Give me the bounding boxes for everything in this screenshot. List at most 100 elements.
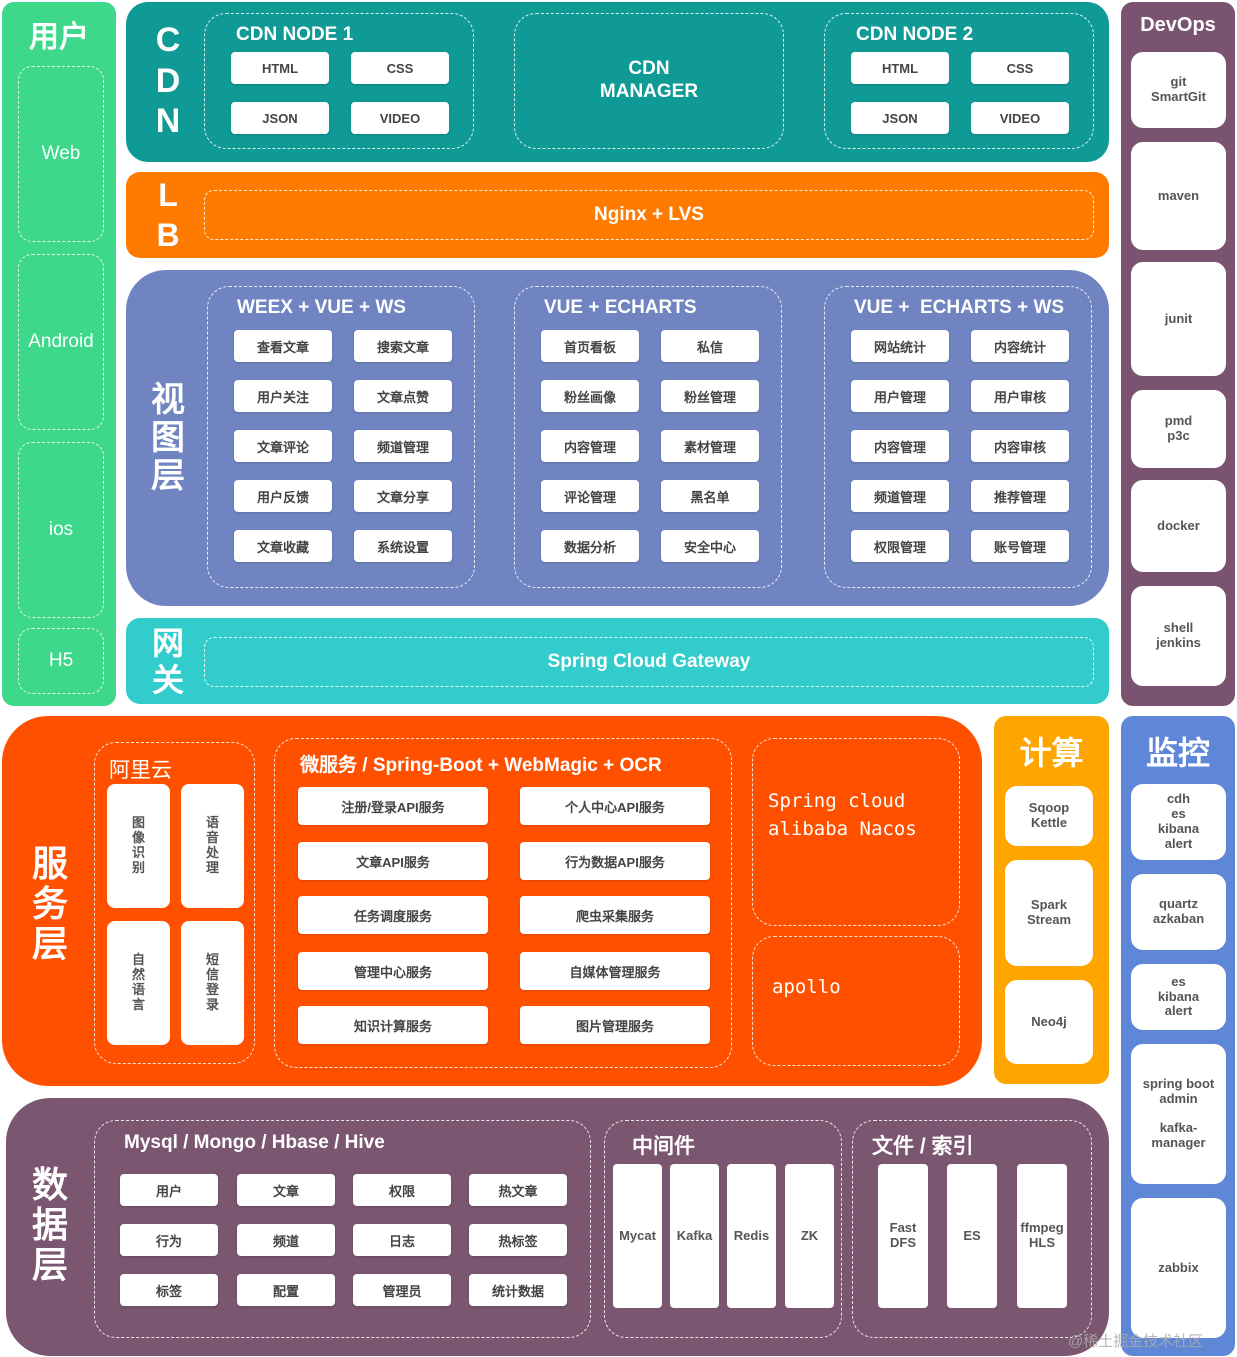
view-item[interactable]: 网站统计: [851, 330, 949, 362]
view-item[interactable]: 内容管理: [541, 430, 639, 462]
microservice-box: [274, 738, 732, 1068]
apollo-text: apollo: [772, 976, 841, 998]
middleware-kafka[interactable]: Kafka: [670, 1164, 719, 1308]
files-es[interactable]: ES: [947, 1164, 997, 1308]
view-item[interactable]: 账号管理: [971, 530, 1069, 562]
view-item[interactable]: 系统设置: [354, 530, 452, 562]
view-item[interactable]: 文章分享: [354, 480, 452, 512]
cdn-node1-chip[interactable]: HTML: [231, 52, 329, 84]
compute-neo4j[interactable]: Neo4j: [1005, 980, 1093, 1064]
microservice-item[interactable]: 注册/登录API服务: [298, 787, 488, 825]
view-item[interactable]: 内容管理: [851, 430, 949, 462]
devops-junit[interactable]: junit: [1131, 262, 1226, 376]
cdn-manager-box[interactable]: CDN MANAGER: [514, 13, 784, 149]
files-fastdfs[interactable]: Fast DFS: [878, 1164, 928, 1308]
database-item[interactable]: 用户: [120, 1174, 218, 1206]
view-item[interactable]: 用户审核: [971, 380, 1069, 412]
database-item[interactable]: 文章: [237, 1174, 335, 1206]
user-item-android[interactable]: Android: [18, 254, 104, 430]
apollo-box[interactable]: [752, 936, 960, 1066]
view-item[interactable]: 黑名单: [661, 480, 759, 512]
files-ffmpeg[interactable]: ffmpeg HLS: [1017, 1164, 1067, 1308]
cdn-node1-chip[interactable]: VIDEO: [351, 102, 449, 134]
user-item-ios[interactable]: ios: [18, 442, 104, 618]
database-item[interactable]: 日志: [353, 1224, 451, 1256]
view-item[interactable]: 内容审核: [971, 430, 1069, 462]
view-item[interactable]: 用户反馈: [234, 480, 332, 512]
user-item-h5[interactable]: H5: [18, 628, 104, 694]
microservice-item[interactable]: 知识计算服务: [298, 1006, 488, 1044]
view-item[interactable]: 文章评论: [234, 430, 332, 462]
database-item[interactable]: 统计数据: [469, 1274, 567, 1306]
database-item[interactable]: 配置: [237, 1274, 335, 1306]
aliyun-nlp[interactable]: 自然语言: [107, 921, 170, 1045]
database-item[interactable]: 标签: [120, 1274, 218, 1306]
cdn-node1-chip[interactable]: JSON: [231, 102, 329, 134]
database-item[interactable]: 管理员: [353, 1274, 451, 1306]
cdn-node2-chip[interactable]: CSS: [971, 52, 1069, 84]
view-group-2-title: VUE + ECHARTS: [544, 297, 697, 318]
view-item[interactable]: 权限管理: [851, 530, 949, 562]
view-item[interactable]: 粉丝管理: [661, 380, 759, 412]
monitor-zabbix[interactable]: zabbix: [1131, 1198, 1226, 1338]
microservice-item[interactable]: 爬虫采集服务: [520, 896, 710, 934]
view-item[interactable]: 评论管理: [541, 480, 639, 512]
view-item[interactable]: 文章点赞: [354, 380, 452, 412]
monitor-springboot-admin[interactable]: spring boot admin kafka- manager: [1131, 1044, 1226, 1184]
view-item[interactable]: 私信: [661, 330, 759, 362]
view-item[interactable]: 安全中心: [661, 530, 759, 562]
aliyun-image-recognition[interactable]: 图像识别: [107, 784, 170, 908]
service-label: 服务层: [31, 842, 68, 965]
database-item[interactable]: 频道: [237, 1224, 335, 1256]
database-item[interactable]: 权限: [353, 1174, 451, 1206]
compute-spark[interactable]: Spark Stream: [1005, 860, 1093, 966]
devops-git[interactable]: git SmartGit: [1131, 52, 1226, 128]
view-item[interactable]: 搜索文章: [354, 330, 452, 362]
microservice-item[interactable]: 行为数据API服务: [520, 842, 710, 880]
microservice-item[interactable]: 自媒体管理服务: [520, 952, 710, 990]
lb-nginx-box[interactable]: Nginx + LVS: [204, 190, 1094, 240]
monitor-cdh[interactable]: cdh es kibana alert: [1131, 784, 1226, 860]
microservice-item[interactable]: 图片管理服务: [520, 1006, 710, 1044]
devops-maven[interactable]: maven: [1131, 142, 1226, 250]
view-item[interactable]: 首页看板: [541, 330, 639, 362]
view-item[interactable]: 数据分析: [541, 530, 639, 562]
middleware-zk[interactable]: ZK: [785, 1164, 834, 1308]
middleware-redis[interactable]: Redis: [727, 1164, 776, 1308]
microservice-item[interactable]: 管理中心服务: [298, 952, 488, 990]
devops-title: DevOps: [1140, 14, 1216, 36]
view-item[interactable]: 频道管理: [354, 430, 452, 462]
cdn-node2-chip[interactable]: VIDEO: [971, 102, 1069, 134]
cdn-node2-chip[interactable]: HTML: [851, 52, 949, 84]
view-item[interactable]: 文章收藏: [234, 530, 332, 562]
aliyun-voice-processing[interactable]: 语音处理: [181, 784, 244, 908]
devops-pmd[interactable]: pmd p3c: [1131, 390, 1226, 468]
database-item[interactable]: 热标签: [469, 1224, 567, 1256]
view-item[interactable]: 推荐管理: [971, 480, 1069, 512]
compute-sqoop[interactable]: Sqoop Kettle: [1005, 786, 1093, 846]
microservice-item[interactable]: 文章API服务: [298, 842, 488, 880]
middleware-mycat[interactable]: Mycat: [613, 1164, 662, 1308]
aliyun-sms-login[interactable]: 短信登录: [181, 921, 244, 1045]
microservice-item[interactable]: 任务调度服务: [298, 896, 488, 934]
files-box: [852, 1120, 1092, 1338]
devops-docker[interactable]: docker: [1131, 480, 1226, 572]
view-item[interactable]: 素材管理: [661, 430, 759, 462]
cdn-node1-chip[interactable]: CSS: [351, 52, 449, 84]
devops-shell[interactable]: shell jenkins: [1131, 586, 1226, 686]
microservice-item[interactable]: 个人中心API服务: [520, 787, 710, 825]
cdn-node2-chip[interactable]: JSON: [851, 102, 949, 134]
view-item[interactable]: 频道管理: [851, 480, 949, 512]
view-item[interactable]: 内容统计: [971, 330, 1069, 362]
view-item[interactable]: 用户管理: [851, 380, 949, 412]
user-item-web[interactable]: Web: [18, 66, 104, 242]
nacos-box[interactable]: [752, 738, 960, 926]
view-item[interactable]: 查看文章: [234, 330, 332, 362]
database-item[interactable]: 行为: [120, 1224, 218, 1256]
monitor-quartz[interactable]: quartz azkaban: [1131, 874, 1226, 950]
view-item[interactable]: 粉丝画像: [541, 380, 639, 412]
database-item[interactable]: 热文章: [469, 1174, 567, 1206]
view-item[interactable]: 用户关注: [234, 380, 332, 412]
gateway-box[interactable]: Spring Cloud Gateway: [204, 637, 1094, 687]
monitor-es-kibana[interactable]: es kibana alert: [1131, 964, 1226, 1030]
